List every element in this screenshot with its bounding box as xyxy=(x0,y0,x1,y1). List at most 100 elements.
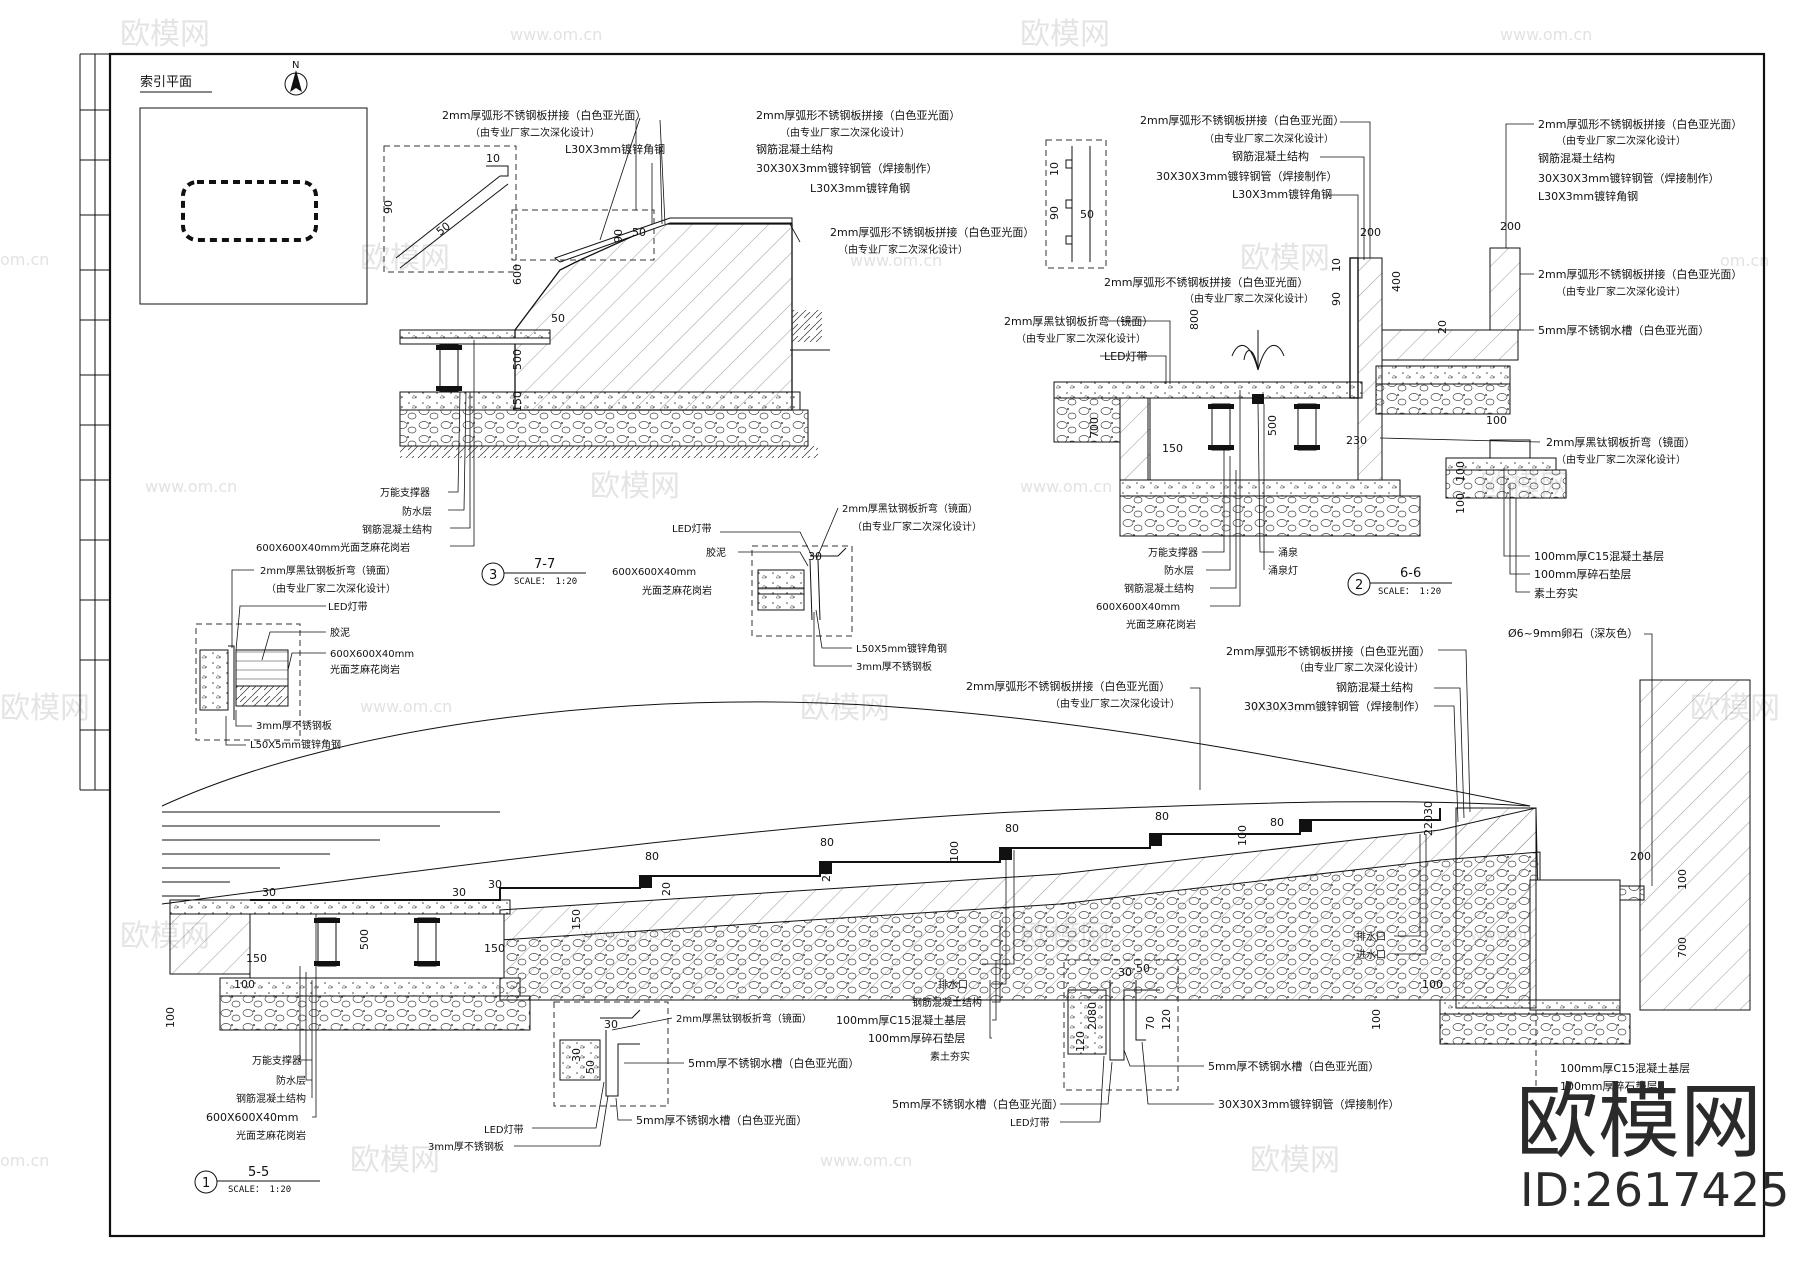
leaders-6-6 xyxy=(1100,121,1541,607)
callout-ss3: 3mm厚不锈钢板 xyxy=(256,719,332,732)
north-label: N xyxy=(292,60,299,71)
callout-arc-ss: 2mm厚弧形不锈钢板拼接（白色亚光面） xyxy=(442,108,646,122)
callout-tube: 30X30X3mm镀锌钢管（焊接制作） xyxy=(1218,1097,1400,1111)
sheet-border xyxy=(108,52,1766,1238)
section-name: 7-7 xyxy=(534,557,555,572)
dim: 150 xyxy=(1162,442,1183,455)
callout-c15: 100mm厚C15混凝土基层 xyxy=(1534,549,1664,563)
dim: 100 xyxy=(1236,825,1249,846)
callout-granite-a: 600X600X40mm xyxy=(330,649,414,660)
callout-pump: 涌泉 xyxy=(1278,546,1298,559)
watermark-url: om.cn xyxy=(0,250,49,269)
dim: 120 xyxy=(1160,1009,1173,1030)
callout-granite-a: 600X600X40mm xyxy=(612,567,696,578)
callout-soil: 素土夯实 xyxy=(1534,586,1578,600)
callout-granite-b: 光面芝麻花岗岩 xyxy=(236,1129,306,1142)
dim: 10 xyxy=(486,152,500,165)
callout-granite-b: 光面芝麻花岗岩 xyxy=(642,584,712,597)
callout-trough: 5mm厚不锈钢水槽（白色亚光面） xyxy=(688,1056,859,1070)
callout-granite: 600X600X40mm光面芝麻花岗岩 xyxy=(256,541,410,554)
dim: 100 xyxy=(1676,869,1689,890)
callout-ss3: 3mm厚不锈钢板 xyxy=(428,1140,504,1153)
dim: 700 xyxy=(1088,417,1101,438)
detail-callout-box xyxy=(383,145,517,273)
dim: 30 xyxy=(262,886,276,899)
section-6-6: 10 90 50 700 150 800 500 xyxy=(1004,113,1742,631)
callout-vendor: （由专业厂家二次深化设计） xyxy=(852,520,982,533)
arc-profile xyxy=(161,701,1531,807)
callout-c15: 100mm厚C15混凝土基层 xyxy=(836,1013,966,1027)
callout-granite-b: 光面芝麻花岗岩 xyxy=(1126,618,1196,631)
dim: 100 xyxy=(1486,414,1507,427)
dim: 20 xyxy=(1436,320,1449,334)
dim: 500 xyxy=(511,349,524,370)
callout-led: LED灯带 xyxy=(672,523,712,535)
detail-mid-led: 30 2mm厚黑钛钢板折弯（镜面） （由专业厂家二次深化设计） LED灯带 胶泥… xyxy=(612,502,982,673)
callout-arc-ss: 2mm厚弧形不锈钢板拼接（白色亚光面） xyxy=(1226,644,1430,658)
dim: 100 xyxy=(1370,1009,1383,1030)
leaders-5-5 xyxy=(299,633,1653,1118)
callout-trough: 5mm厚不锈钢水槽（白色亚光面） xyxy=(636,1113,807,1127)
dim: 30 xyxy=(488,878,502,891)
section-name: 5-5 xyxy=(248,1165,269,1180)
paving xyxy=(399,329,551,339)
callout-angle-l30: L30X3mm镀锌角钢 xyxy=(1538,189,1638,203)
section-number: 3 xyxy=(489,568,497,583)
watermark-url: www.om.cn xyxy=(850,251,942,270)
dim: 50 xyxy=(632,226,646,239)
index-plan-pool-outline xyxy=(181,180,318,242)
callout-glue: 胶泥 xyxy=(706,546,726,559)
dim: 90 xyxy=(612,229,625,243)
callout-drain: 排水口 xyxy=(938,978,968,991)
dim: 90 xyxy=(1330,292,1343,306)
dim: 2080 xyxy=(1086,1002,1099,1030)
callout-inlet: 进水口 xyxy=(1356,949,1386,961)
callout-c15: 100mm厚C15混凝土基层 xyxy=(1560,1061,1690,1075)
dim: 80 xyxy=(820,836,834,849)
section-number: 2 xyxy=(1355,578,1363,593)
title-strip xyxy=(79,53,110,791)
callout-support: 万能支撑器 xyxy=(1148,546,1198,559)
callout-drain: 排水口 xyxy=(1356,930,1386,943)
callout-angle-l30: L30X3mm镀锌角钢 xyxy=(1232,187,1332,201)
callout-glue: 胶泥 xyxy=(330,626,350,639)
dim: 20 xyxy=(820,868,833,882)
callout-rc: 钢筋混凝土结构 xyxy=(756,142,833,156)
watermark-text: 欧模网 xyxy=(350,1143,440,1178)
dim: 150 xyxy=(484,942,505,955)
callout-tube: 30X30X3mm镀锌钢管（焊接制作） xyxy=(756,161,938,175)
callout-led: LED灯带 xyxy=(1104,350,1148,363)
callout-black-fold: 2mm厚黑钛钢板折弯（镜面） xyxy=(260,564,396,577)
callout-arc-ss: 2mm厚弧形不锈钢板拼接（白色亚光面） xyxy=(1538,267,1742,281)
callout-vendor: （由专业厂家二次深化设计） xyxy=(838,243,968,256)
section-scale: SCALE： 1:20 xyxy=(514,577,577,587)
callout-pump-light: 涌泉灯 xyxy=(1268,564,1298,577)
dim: 50 xyxy=(584,1060,597,1074)
brand-watermark: 欧模网 ID:2617425 xyxy=(1516,1075,1789,1217)
callout-arc-ss: 2mm厚弧形不锈钢板拼接（白色亚光面） xyxy=(756,108,960,122)
dim: 70 xyxy=(1144,1016,1157,1030)
dim: 200 xyxy=(1630,850,1651,863)
dims-5-5: 30 30 30 80 80 80 80 80 22030 500 150 15… xyxy=(164,801,1689,1030)
section-marker-circle xyxy=(194,1170,218,1194)
gravel-base xyxy=(399,409,809,447)
watermark-text: 欧模网 xyxy=(800,691,890,726)
dim: 800 xyxy=(1188,309,1201,330)
callout-vendor: （由专业厂家二次深化设计） xyxy=(1556,134,1686,147)
watermark-url: om.cn xyxy=(1720,251,1769,270)
pedestal-support xyxy=(314,917,440,967)
index-plan-title: 索引平面 xyxy=(140,75,192,90)
callout-vendor: （由专业厂家二次深化设计） xyxy=(1294,661,1424,674)
watermark-url: www.om.cn xyxy=(145,477,237,496)
dim: 100 xyxy=(234,978,255,991)
callout-gravel: 100mm厚碎石垫层 xyxy=(1560,1079,1657,1093)
callout-rc: 钢筋混凝土结构 xyxy=(236,1092,306,1105)
dim: 230 xyxy=(1346,434,1367,447)
callout-trough: 5mm厚不锈钢水槽（白色亚光面） xyxy=(1538,323,1709,337)
detail-left-led: 2mm厚黑钛钢板折弯（镜面） （由专业厂家二次深化设计） LED灯带 胶泥 60… xyxy=(195,564,414,751)
dim: 150 xyxy=(570,909,583,930)
section-name: 6-6 xyxy=(1400,566,1421,581)
callout-trough: 5mm厚不锈钢水槽（白色亚光面） xyxy=(1208,1059,1379,1073)
callout-vendor: （由专业厂家二次深化设计） xyxy=(1016,332,1146,345)
